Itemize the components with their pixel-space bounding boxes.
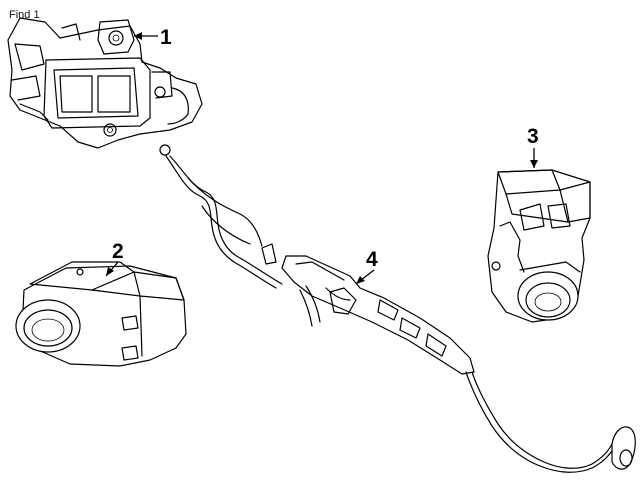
part-1-bracket[interactable] [7, 17, 203, 149]
find-label[interactable]: Find 1 [9, 9, 40, 21]
callout-4: 4 [355, 248, 378, 285]
part-4-harness[interactable] [159, 144, 636, 473]
callout-4-label: 4 [366, 248, 378, 271]
part-2-sensor[interactable] [15, 261, 187, 367]
callout-3-label: 3 [527, 125, 539, 148]
callout-1-label: 1 [160, 26, 172, 49]
part-3-sensor[interactable] [487, 169, 591, 323]
callout-2-label: 2 [112, 240, 124, 263]
callout-3: 3 [527, 125, 539, 168]
callout-1: 1 [134, 26, 172, 49]
callout-2: 2 [105, 240, 124, 277]
